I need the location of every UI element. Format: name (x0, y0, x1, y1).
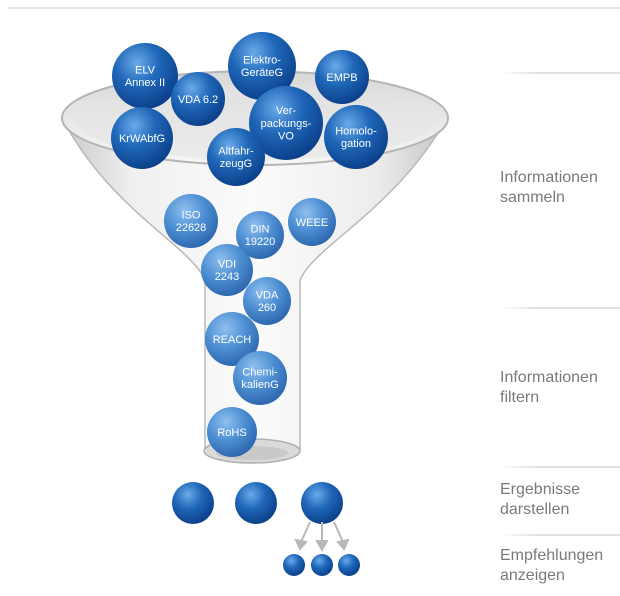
filtered-bubble-rohs: RoHS (207, 407, 257, 457)
result-bubble-1-item (172, 482, 214, 524)
result-bubble-2-circle (235, 482, 277, 524)
arrow-right (333, 521, 344, 543)
stage-label-results: Ergebnisse darstellen (500, 481, 581, 518)
regulation-bubble-circle (207, 128, 265, 186)
regulation-bubble-krwabfg: KrWAbfG (111, 107, 173, 169)
regulation-bubble-empb: EMPB (315, 50, 369, 104)
regulation-bubble-homolo-gation: Homolo-gation (324, 105, 388, 169)
filtered-bubble-circle (164, 194, 218, 248)
recommendation-bubble-2-circle (311, 554, 333, 576)
result-bubble-1-circle (172, 482, 214, 524)
filtered-bubble-circle (207, 407, 257, 457)
regulation-bubble-elektro-geräteg: Elektro-GeräteG (228, 32, 296, 100)
stage-label-collect: Informationen sammeln (500, 169, 598, 206)
regulation-bubble-circle (228, 32, 296, 100)
regulation-bubble-label: Ver-packungs-VO (261, 105, 312, 142)
recommendation-bubble-2-item (311, 554, 333, 576)
regulation-bubble-circle (112, 43, 178, 109)
arrow-left (300, 521, 311, 543)
filtered-bubble-circle (201, 244, 253, 296)
arrow-left-head (294, 538, 308, 551)
result-bubble-3-circle (301, 482, 343, 524)
result-bubble-3-item (301, 482, 343, 524)
arrow-right-head (336, 538, 350, 551)
filtered-bubble-weee: WEEE (288, 198, 336, 246)
regulation-bubble-circle (249, 86, 323, 160)
filtered-bubble-label: REACH (213, 334, 252, 346)
arrow-center-head (315, 540, 329, 553)
recommendation-bubble-1-circle (283, 554, 305, 576)
stage-divider-3 (500, 466, 620, 468)
regulation-bubble-label: Elektro-GeräteG (241, 55, 283, 80)
regulation-bubble-label: EMPB (326, 72, 357, 84)
stage-divider-1 (500, 72, 620, 74)
recommendation-bubble-3-item (338, 554, 360, 576)
filtered-bubble-label: RoHS (217, 427, 246, 439)
regulation-bubble-label: KrWAbfG (119, 133, 165, 145)
stage-divider-4 (500, 534, 620, 536)
recommendation-arrows (294, 521, 350, 553)
stage-divider-2 (500, 307, 620, 309)
top-divider (8, 7, 620, 9)
recommendation-bubbles (283, 554, 360, 576)
regulation-bubble-circle (111, 107, 173, 169)
regulation-bubble-label: VDA 6.2 (178, 94, 218, 106)
regulation-bubble-label: Altfahr-zeugG (218, 146, 254, 171)
regulation-bubble-circle (315, 50, 369, 104)
filtered-bubble-label: WEEE (296, 217, 328, 229)
regulation-bubble-circle (324, 105, 388, 169)
result-bubble-2-item (235, 482, 277, 524)
filtered-bubble-circle (205, 312, 259, 366)
regulation-bubble-label: Homolo-gation (335, 126, 377, 151)
result-bubbles (172, 482, 343, 524)
recommendation-bubble-1-item (283, 554, 305, 576)
recommendation-bubble-3-circle (338, 554, 360, 576)
regulation-bubble-circle (171, 72, 225, 126)
filtered-bubble-reach: REACH (205, 312, 259, 366)
stage-label-filter: Informationen filtern (500, 369, 598, 406)
stage-label-recommendations: Empfehlungen anzeigen (500, 547, 604, 584)
filtered-bubble-circle (236, 211, 284, 259)
regulation-bubble-altfahr-zeugg: Altfahr-zeugG (207, 128, 265, 186)
filtered-bubble-chemi-kalieng: Chemi-kalienG (233, 351, 287, 405)
filtered-bubble-label: Chemi-kalienG (241, 367, 278, 392)
regulation-bubble-vda-6-2: VDA 6.2 (171, 72, 225, 126)
filtered-bubble-circle (288, 198, 336, 246)
filtered-bubble-circle (233, 351, 287, 405)
filtered-bubble-circle (243, 277, 291, 325)
regulation-bubble-ver-packungs-vo: Ver-packungs-VO (249, 86, 323, 160)
